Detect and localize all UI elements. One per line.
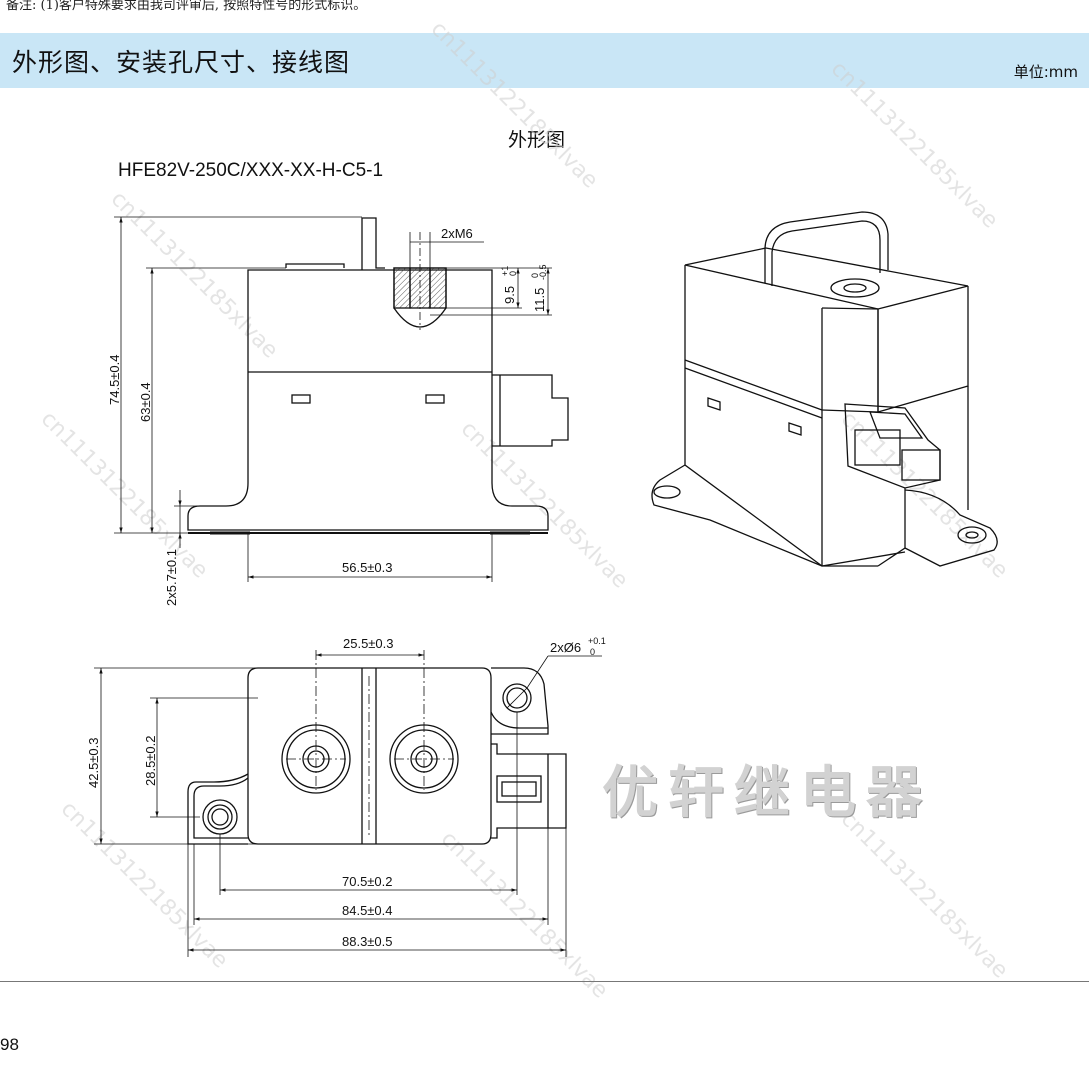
watermark-stamp: cn1113122185xlvae <box>826 57 1003 234</box>
top-dimension-labels: 25.5±0.3 2xØ6 +0.1 0 42.5±0.3 28.5±0.2 7… <box>86 636 606 949</box>
watermark-stamp: cn1113122185xlvae <box>36 407 213 584</box>
section-title: 外形图、安装孔尺寸、接线图 <box>12 48 351 77</box>
dim-hole-tol-lower: 0 <box>590 647 595 657</box>
model-number: HFE82V-250C/XXX-XX-H-C5-1 <box>118 160 384 181</box>
dim-depth-b: 11.5 <box>532 288 547 312</box>
watermark-stamp: cn1113122185xlvae <box>426 17 603 194</box>
watermark-stamp: cn1113122185xlvae <box>56 797 233 974</box>
dim-depth-b-tol-lower: -0.5 <box>538 264 548 280</box>
top-dimensions <box>94 650 602 957</box>
front-dimension-labels: 74.5±0.4 63±0.4 2x5.7±0.1 56.5±0.3 2xM6 … <box>107 226 548 606</box>
dim-total-height: 74.5±0.4 <box>107 354 122 405</box>
dim-body-height: 63±0.4 <box>138 382 153 422</box>
unit-label: 单位:mm <box>1013 63 1078 81</box>
page-number: 98 <box>0 1035 19 1054</box>
dim-flange-length: 84.5±0.4 <box>342 903 393 918</box>
watermark-stamp: cn1113122185xlvae <box>836 807 1013 984</box>
watermark-stamp: cn1113122185xlvae <box>836 407 1013 584</box>
watermark-stamps: cn1113122185xlvae cn1113122185xlvae cn11… <box>36 17 1013 1004</box>
dim-body-depth: 28.5±0.2 <box>143 735 158 786</box>
section-banner: 外形图、安装孔尺寸、接线图 单位:mm <box>0 33 1089 88</box>
dim-base-depth: 42.5±0.3 <box>86 737 101 788</box>
front-view <box>187 217 569 535</box>
dim-thread: 2xM6 <box>441 226 473 241</box>
dim-depth-a-tol-lower: 0 <box>508 271 518 276</box>
brand-watermark: 优轩继电器 <box>602 761 932 826</box>
front-dimensions <box>114 216 552 582</box>
dim-total-length: 88.3±0.5 <box>342 934 393 949</box>
dim-hole-tol-upper: +0.1 <box>588 636 606 646</box>
dim-hole-pitch: 70.5±0.2 <box>342 874 393 889</box>
dim-body-width: 56.5±0.3 <box>342 560 393 575</box>
top-view <box>187 667 567 845</box>
isometric-view <box>651 211 998 567</box>
dim-terminal-pitch: 25.5±0.3 <box>343 636 394 651</box>
outline-drawing-title: 外形图 <box>508 129 566 151</box>
dim-depth-b-tol-upper: 0 <box>530 273 540 278</box>
watermark-stamp: cn1113122185xlvae <box>456 417 633 594</box>
dim-depth-a-tol-upper: +1 <box>500 266 510 276</box>
footer-divider <box>0 981 1089 982</box>
dim-hole-dia: 2xØ6 <box>550 640 581 655</box>
dim-depth-a: 9.5 <box>502 286 517 304</box>
note-text: 备注: (1)客户特殊要求由我司评审后, 按照特性号的形式标识。 <box>6 0 367 13</box>
dim-flange-thickness: 2x5.7±0.1 <box>164 549 179 606</box>
watermark-stamp: cn1113122185xlvae <box>106 187 283 364</box>
watermark-stamp: cn1113122185xlvae <box>436 827 613 1004</box>
